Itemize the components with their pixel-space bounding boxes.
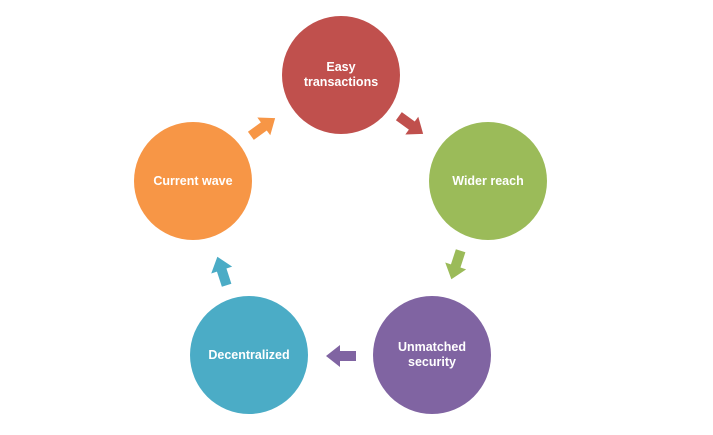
arrow-current-to-easy xyxy=(244,109,281,144)
node-label: Decentralized xyxy=(208,347,290,362)
arrow-decentralized-to-current xyxy=(207,253,237,288)
arrow-security-to-decentralized-shape xyxy=(326,345,356,367)
node-easy-transactions: Easy transactions xyxy=(282,16,400,134)
node-current-wave: Current wave xyxy=(134,122,252,240)
arrow-current-to-easy-shape xyxy=(247,117,276,140)
node-decentralized: Decentralized xyxy=(190,296,308,414)
arrow-wider-to-security-shape xyxy=(445,249,467,280)
arrow-decentralized-to-current-shape xyxy=(211,256,233,287)
arrow-easy-to-wider-shape xyxy=(395,112,424,135)
node-wider-reach: Wider reach xyxy=(429,122,547,240)
node-label: Wider reach xyxy=(452,173,524,188)
arrow-easy-to-wider xyxy=(392,107,429,142)
arrow-wider-to-security xyxy=(441,247,471,282)
arrow-security-to-decentralized xyxy=(326,345,356,367)
node-label: Unmatched security xyxy=(397,340,467,369)
node-label: Easy transactions xyxy=(303,60,379,89)
node-label: Current wave xyxy=(153,173,233,188)
node-unmatched-security: Unmatched security xyxy=(373,296,491,414)
